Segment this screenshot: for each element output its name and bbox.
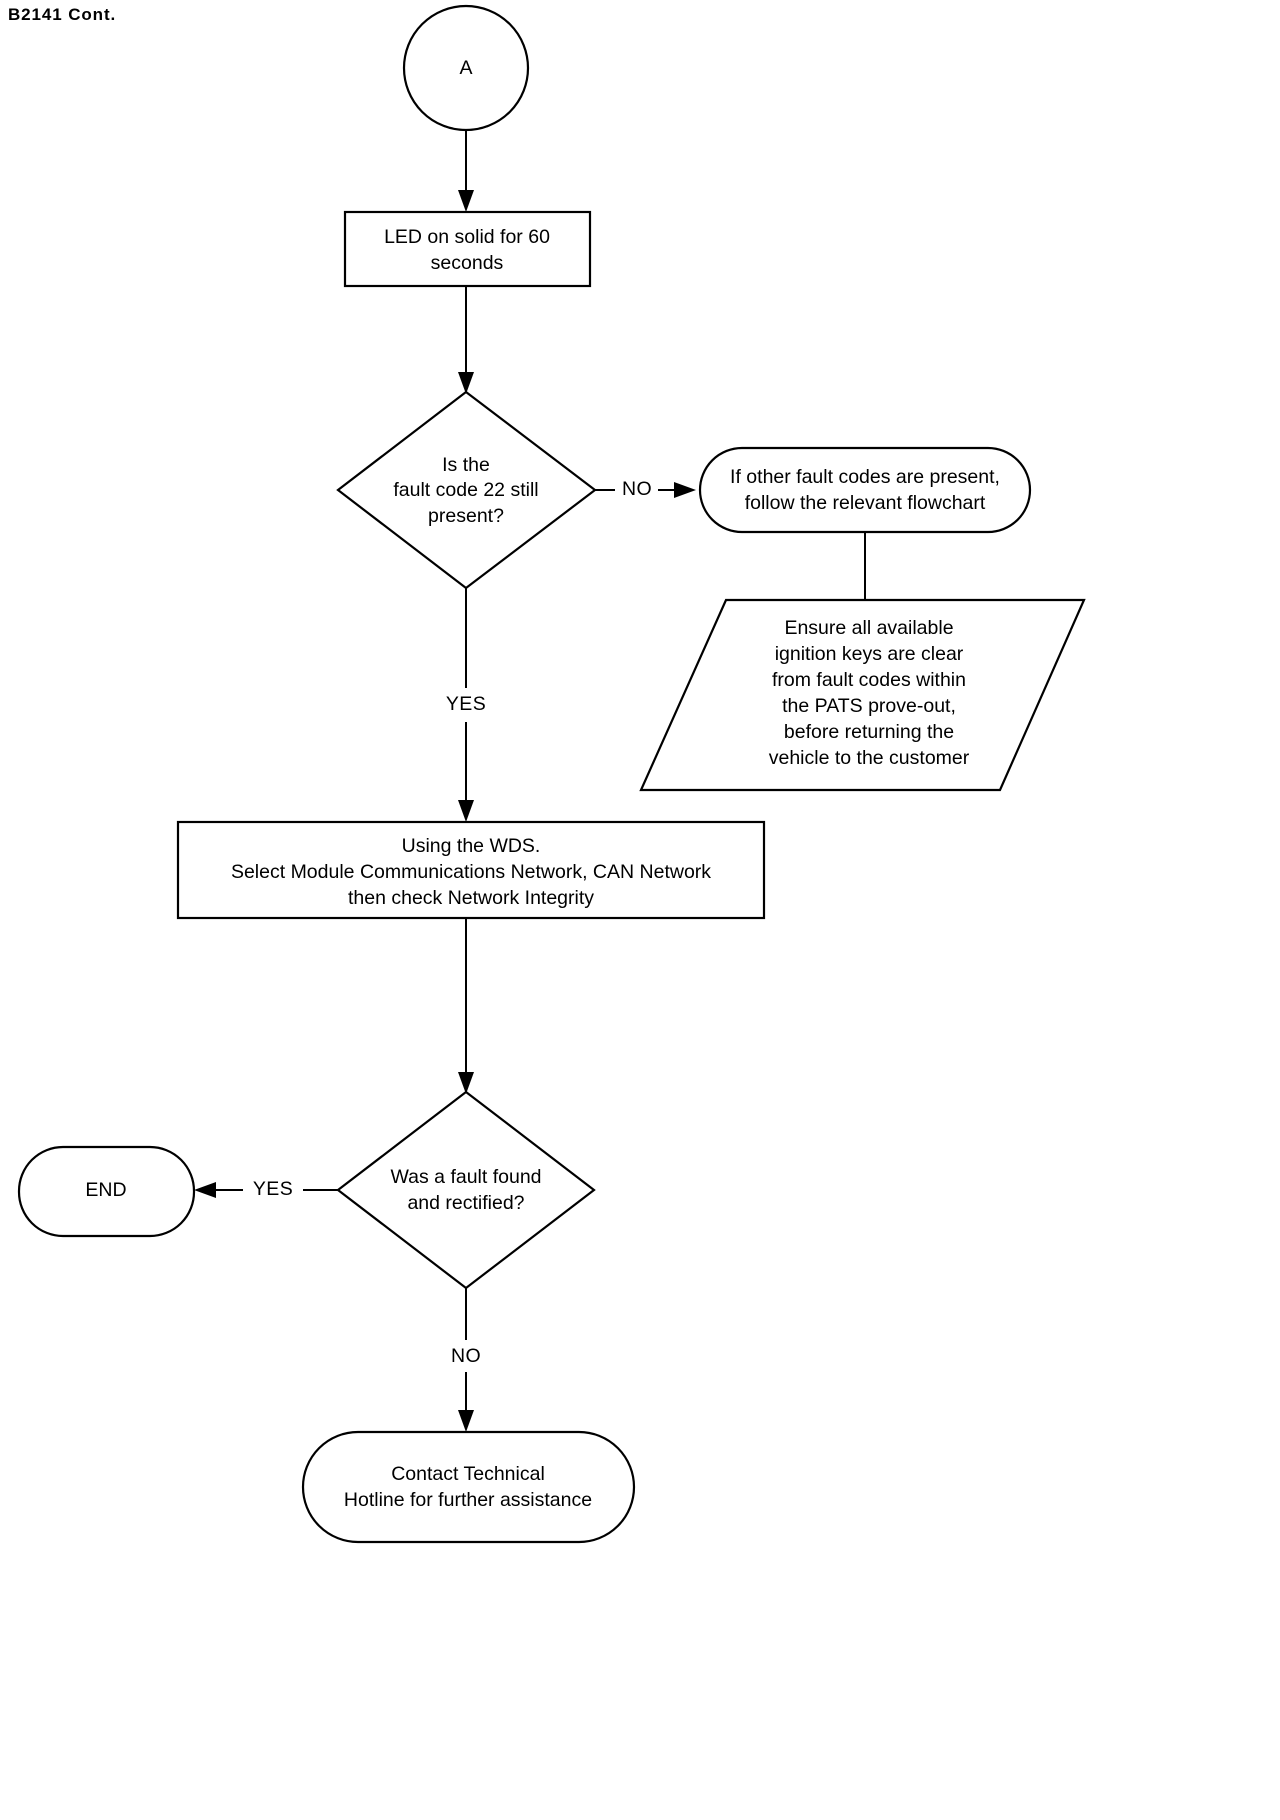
wds-box-shape (176, 820, 766, 920)
decision-fault-code-line-1: Is the (442, 454, 490, 476)
edge-label-no-fault-code: NO (622, 478, 652, 500)
node-wds-box[interactable]: Using the WDS. Select Module Communicati… (176, 820, 766, 920)
page-title: B2141 Cont. (8, 5, 117, 24)
node-other-fault-codes[interactable]: If other fault codes are present, follow… (698, 446, 1032, 534)
node-hotline[interactable]: Contact Technical Hotline for further as… (301, 1430, 636, 1544)
other-fault-codes-line-1: If other fault codes are present, (730, 466, 1000, 488)
wds-box-line-1: Using the WDS. (402, 835, 541, 857)
edge-decision-2-yes: YES (194, 1178, 338, 1200)
arrow-head-icon (458, 190, 474, 212)
ensure-keys-line-2: ignition keys are clear (775, 643, 964, 665)
ensure-keys-line-1: Ensure all available (784, 617, 953, 639)
arrow-head-icon (674, 482, 696, 498)
end-label: END (85, 1179, 126, 1201)
other-fault-codes-shape (698, 446, 1032, 534)
edge-led-to-decision-1 (458, 286, 474, 394)
other-fault-codes-line-2: follow the relevant flowchart (745, 492, 986, 514)
edge-a-to-led (458, 130, 474, 212)
wds-box-line-3: then check Network Integrity (348, 887, 594, 909)
led-box-line-1: LED on solid for 60 (384, 226, 550, 248)
node-led-box[interactable]: LED on solid for 60 seconds (343, 210, 592, 288)
ensure-keys-line-6: vehicle to the customer (769, 747, 970, 769)
node-connector-a[interactable]: A (402, 4, 530, 132)
connector-a-label: A (459, 57, 472, 79)
end-shape (17, 1145, 196, 1238)
decision-fault-found-line-2: and rectified? (407, 1192, 524, 1214)
arrow-head-icon (458, 372, 474, 394)
arrow-head-icon (194, 1182, 216, 1198)
node-decision-fault-code[interactable]: Is the fault code 22 still present? (336, 390, 597, 590)
node-ensure-keys[interactable]: Ensure all available ignition keys are c… (639, 598, 1086, 792)
decision-fault-found-shape (336, 1090, 596, 1290)
edge-label-no-fault-found: NO (451, 1345, 481, 1367)
ensure-keys-line-4: the PATS prove-out, (782, 695, 956, 717)
edge-decision-1-no: NO (595, 478, 696, 500)
node-end[interactable]: END (17, 1145, 196, 1238)
hotline-line-2: Hotline for further assistance (344, 1489, 592, 1511)
edge-wds-to-decision-2 (458, 918, 474, 1094)
edge-label-yes-fault-found: YES (253, 1178, 293, 1200)
arrow-head-icon (458, 800, 474, 822)
decision-fault-code-line-3: present? (428, 505, 504, 527)
wds-box-line-2: Select Module Communications Network, CA… (231, 861, 711, 883)
ensure-keys-line-3: from fault codes within (772, 669, 966, 691)
edge-label-yes-fault-code: YES (446, 693, 486, 715)
decision-fault-found-line-1: Was a fault found (390, 1166, 541, 1188)
arrow-head-icon (458, 1410, 474, 1432)
led-box-shape (343, 210, 592, 288)
hotline-line-1: Contact Technical (391, 1463, 545, 1485)
decision-fault-code-line-2: fault code 22 still (393, 479, 538, 501)
led-box-line-2: seconds (431, 252, 504, 274)
ensure-keys-line-5: before returning the (784, 721, 954, 743)
edge-decision-1-yes: YES (446, 588, 486, 822)
ensure-keys-shape (639, 598, 1086, 792)
arrow-head-icon (458, 1072, 474, 1094)
edge-decision-2-no: NO (451, 1288, 481, 1432)
hotline-shape (301, 1430, 636, 1544)
node-decision-fault-found[interactable]: Was a fault found and rectified? (336, 1090, 596, 1290)
